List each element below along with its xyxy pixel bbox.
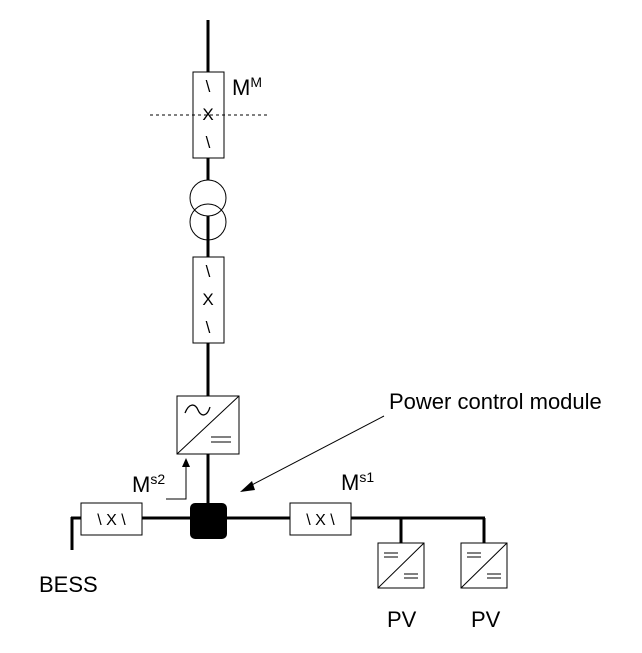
power-control-label: Power control module — [389, 389, 602, 414]
breaker-bess — [80, 502, 143, 536]
meter-main-label: MM — [232, 74, 262, 100]
breaker-main-x: X — [202, 105, 213, 124]
meter-s2-arrow-line — [166, 465, 187, 500]
inverter-diagonal — [176, 395, 240, 455]
inverter-ac-sine-icon — [184, 404, 211, 416]
pv2-converter-diagonal — [460, 542, 508, 589]
pv1-converter-diagonal — [377, 542, 425, 589]
breaker-transformer — [192, 256, 225, 344]
bess-label: BESS — [39, 572, 98, 597]
power-control-pointer-line — [247, 415, 385, 488]
meter-s2-arrowhead — [182, 458, 190, 467]
pv2-label: PV — [471, 607, 501, 632]
breaker-main-slash-top: \ — [206, 77, 211, 96]
meter-s2-label: Ms2 — [132, 471, 165, 497]
breaker-main-slash-bot: \ — [206, 133, 211, 152]
power-control-module — [190, 503, 227, 539]
meter-s1-label: Ms1 — [341, 469, 374, 495]
breaker-pv-symbol: \ X \ — [306, 512, 335, 529]
breaker-bess-symbol: \ X \ — [97, 512, 126, 529]
breaker-pv — [289, 502, 352, 536]
power-control-pointer-arrowhead — [240, 481, 255, 492]
pv1-label: PV — [387, 607, 417, 632]
breaker-transformer-slash-top: \ — [206, 262, 211, 281]
transformer-primary-coil — [189, 179, 227, 217]
transformer-secondary-coil — [189, 203, 227, 241]
breaker-transformer-slash-bot: \ — [206, 318, 211, 337]
breaker-transformer-x: X — [202, 290, 213, 309]
